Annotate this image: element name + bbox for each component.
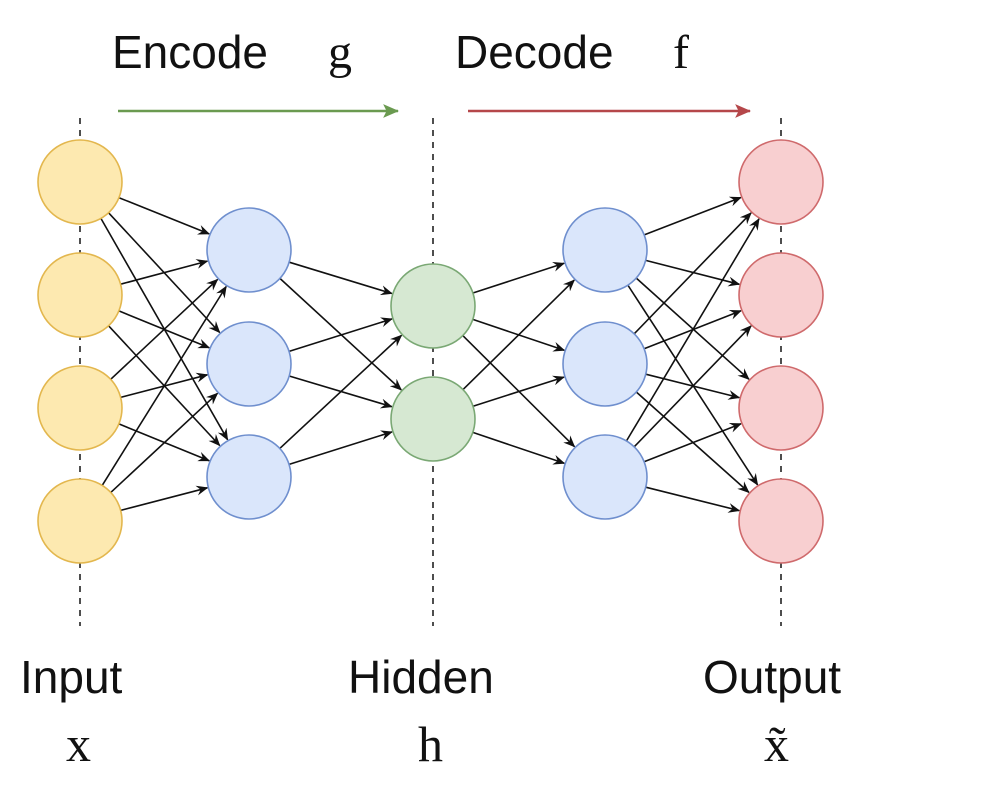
edge-dec-hidden-3-to-output-4: [645, 486, 741, 513]
edge-hidden-2-to-dec-hidden-2: [472, 375, 565, 407]
edge-enc-hidden-3-to-hidden-2: [288, 430, 393, 466]
edge-dec-hidden-1-to-output-2: [645, 259, 741, 287]
edge-enc-hidden-1-to-hidden-2: [279, 277, 403, 391]
edge-hidden-2-to-dec-hidden-1: [462, 279, 576, 391]
edge-input-4-to-enc-hidden-2: [110, 392, 219, 493]
edge-dec-hidden-3-to-output-1: [625, 218, 760, 442]
output-node-4: [738, 478, 824, 564]
dec-hidden-node-1: [562, 207, 648, 293]
dec-hidden-node-3: [562, 434, 648, 520]
edge-enc-hidden-3-to-hidden-1: [279, 334, 403, 449]
edge-input-3-to-enc-hidden-1: [110, 278, 219, 380]
decode-label: Decode: [455, 26, 614, 78]
input-node-2: [37, 252, 123, 338]
enc-hidden-node-1: [206, 207, 292, 293]
input-node-1: [37, 139, 123, 225]
edge-dec-hidden-2-to-output-1: [633, 212, 752, 335]
edge-input-4-to-enc-hidden-1: [101, 285, 227, 486]
output-node-3: [738, 365, 824, 451]
edge-enc-hidden-2-to-hidden-1: [288, 317, 393, 353]
input-node-3: [37, 365, 123, 451]
enc-hidden-node-3: [206, 434, 292, 520]
decode-function-var: f: [673, 26, 689, 79]
edge-enc-hidden-1-to-hidden-1: [288, 261, 393, 296]
edge-dec-hidden-1-to-output-4: [627, 284, 759, 486]
edge-input-2-to-enc-hidden-1: [120, 259, 209, 285]
enc-hidden-node-2: [206, 321, 292, 407]
edge-dec-hidden-3-to-output-2: [633, 325, 752, 448]
hidden-variable: h: [418, 716, 443, 772]
edge-dec-hidden-3-to-output-3: [643, 422, 742, 463]
input-node-4: [37, 478, 123, 564]
hidden-node-2: [390, 376, 476, 462]
hidden-layer-label: Hidden: [348, 651, 494, 703]
edge-input-4-to-enc-hidden-3: [120, 485, 209, 512]
edge-hidden-1-to-dec-hidden-1: [472, 261, 566, 294]
output-node-1: [738, 139, 824, 225]
dec-hidden-node-2: [562, 321, 648, 407]
output-variable: x̃: [764, 716, 789, 772]
network-nodes: [37, 139, 824, 564]
edge-hidden-2-to-dec-hidden-3: [472, 431, 566, 465]
connection-edges: [100, 196, 760, 513]
edge-dec-hidden-1-to-output-1: [643, 196, 742, 236]
input-layer-label: Input: [20, 651, 123, 703]
edge-input-1-to-enc-hidden-1: [118, 196, 211, 235]
output-node-2: [738, 252, 824, 338]
encode-function-var: g: [328, 26, 352, 79]
hidden-node-1: [390, 263, 476, 349]
encode-label: Encode: [112, 26, 268, 78]
output-layer-label: Output: [703, 651, 841, 703]
input-variable: x: [66, 716, 91, 772]
